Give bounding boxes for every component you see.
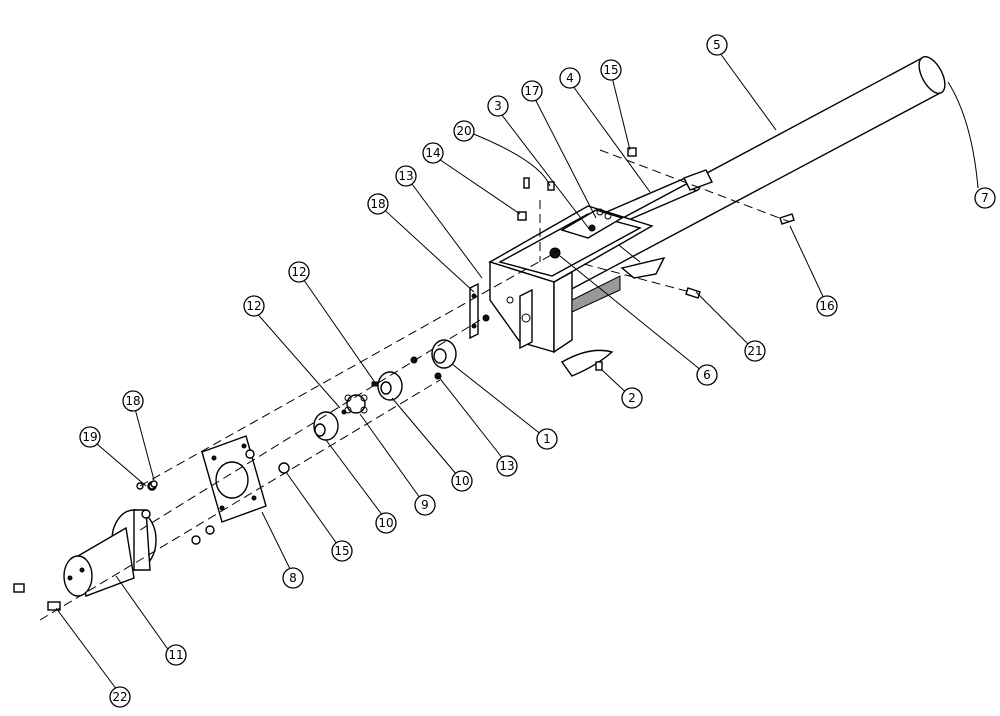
callout-15-upper: 15 — [600, 59, 622, 81]
svg-text:22: 22 — [112, 690, 127, 704]
motor-mount-plate — [201, 435, 290, 523]
svg-text:12: 12 — [246, 299, 261, 313]
svg-text:15: 15 — [603, 63, 618, 77]
svg-text:19: 19 — [82, 430, 97, 444]
svg-text:18: 18 — [370, 197, 385, 211]
svg-text:14: 14 — [425, 146, 440, 160]
callout-22: 22 — [109, 686, 131, 708]
hopper — [488, 205, 654, 283]
svg-text:21: 21 — [747, 344, 762, 358]
svg-text:18: 18 — [125, 394, 140, 408]
svg-text:9: 9 — [421, 498, 429, 512]
callout-8: 8 — [282, 567, 304, 589]
svg-text:5: 5 — [713, 38, 721, 52]
svg-text:7: 7 — [981, 191, 989, 205]
callout-15-lower: 15 — [331, 540, 353, 562]
coupler-left — [313, 411, 339, 441]
svg-text:8: 8 — [289, 571, 297, 585]
callout-12-left: 12 — [243, 295, 265, 317]
callout-6: 6 — [696, 364, 718, 386]
svg-text:3: 3 — [494, 99, 502, 113]
callout-17: 17 — [521, 80, 543, 102]
callout-1: 1 — [536, 428, 558, 450]
svg-text:20: 20 — [456, 124, 471, 138]
svg-text:6: 6 — [703, 368, 711, 382]
svg-text:17: 17 — [524, 84, 539, 98]
bearing — [410, 339, 457, 380]
hardware — [13, 147, 795, 611]
callout-21: 21 — [744, 340, 766, 362]
callout-14: 14 — [422, 142, 444, 164]
spider-insert — [341, 394, 368, 415]
svg-text:4: 4 — [566, 71, 574, 85]
boot-housing — [469, 261, 621, 354]
svg-text:11: 11 — [168, 648, 183, 662]
auger-tube — [547, 56, 946, 293]
svg-text:13: 13 — [499, 459, 514, 473]
callout-10-lower: 10 — [375, 512, 397, 534]
callout-bubbles: 1 2 3 4 5 6 7 8 9 10 10 11 12 12 13 13 1… — [79, 34, 996, 708]
callout-13-upper: 13 — [395, 165, 417, 187]
coupler-right — [371, 371, 403, 401]
lower-plate — [620, 256, 666, 279]
assembly-lines — [39, 149, 791, 621]
svg-text:1: 1 — [543, 432, 551, 446]
callout-13-lower: 13 — [496, 455, 518, 477]
callout-16: 16 — [816, 295, 838, 317]
svg-text:16: 16 — [819, 299, 834, 313]
callout-2: 2 — [621, 387, 643, 409]
callout-4: 4 — [559, 67, 581, 89]
callout-19: 19 — [79, 426, 101, 448]
svg-text:2: 2 — [628, 391, 636, 405]
svg-text:10: 10 — [454, 474, 469, 488]
callout-10-upper: 10 — [451, 470, 473, 492]
callout-11: 11 — [165, 644, 187, 666]
callout-18-upper: 18 — [367, 193, 389, 215]
callout-9: 9 — [414, 494, 436, 516]
callout-12-right: 12 — [288, 261, 310, 283]
cover-plate — [560, 349, 614, 377]
callout-leaders — [55, 48, 979, 695]
callout-5: 5 — [706, 34, 728, 56]
svg-text:12: 12 — [291, 265, 306, 279]
callout-20: 20 — [453, 120, 475, 142]
svg-text:13: 13 — [398, 169, 413, 183]
motor — [63, 509, 157, 597]
callout-3: 3 — [487, 95, 509, 117]
callout-7: 7 — [974, 187, 996, 209]
callout-18-lower: 18 — [122, 390, 144, 412]
svg-text:10: 10 — [378, 516, 393, 530]
svg-text:15: 15 — [334, 544, 349, 558]
